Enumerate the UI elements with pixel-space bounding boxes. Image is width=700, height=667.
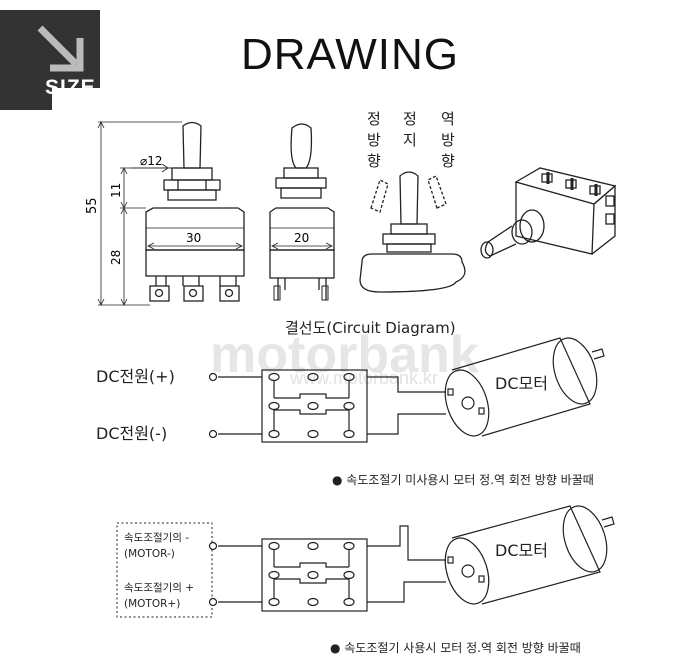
dimension-55: 55 <box>85 197 100 214</box>
dimension-30: 30 <box>186 231 201 245</box>
circuit-bottom <box>218 505 615 612</box>
position-labels: 정 방 향 정 지 역 방 향 <box>367 110 455 170</box>
switch-front-view <box>97 121 245 306</box>
label-dc-plus: DC전원(+) <box>96 367 175 386</box>
label-reverse-3: 향 <box>441 152 455 170</box>
dimension-11: 11 <box>109 183 123 198</box>
dc-motor-top <box>444 337 605 437</box>
motor-label-top: DC모터 <box>495 374 548 393</box>
circuit-top <box>218 337 605 443</box>
label-ctrl-minus-2: (MOTOR-) <box>124 548 175 560</box>
label-stop-1: 정 <box>403 110 417 128</box>
dimension-diameter: ⌀12 <box>140 154 163 168</box>
badge-label: SIZE <box>45 76 96 99</box>
motor-label-bottom: DC모터 <box>495 541 548 560</box>
dc-motor-bottom <box>444 505 615 605</box>
dimension-20: 20 <box>294 231 309 245</box>
watermark-url: www.motorbank.kr <box>289 368 438 388</box>
label-stop-2: 지 <box>403 131 417 149</box>
switch-side-view <box>269 123 335 301</box>
caption-bottom: ● 속도조절기 사용시 모터 정.역 회전 방향 바꿀때 <box>330 641 581 655</box>
caption-top: ● 속도조절기 미사용시 모터 정.역 회전 방향 바꿀때 <box>332 473 594 487</box>
label-ctrl-minus-1: 속도조절기의 - <box>124 531 189 544</box>
switch-position-view <box>359 171 466 293</box>
page-title: DRAWING <box>240 30 460 79</box>
label-ctrl-plus-2: (MOTOR+) <box>124 598 180 610</box>
terminals-bottom <box>268 541 355 607</box>
label-forward-3: 향 <box>367 152 381 170</box>
watermark: motorbank <box>210 326 479 384</box>
label-forward-2: 방 <box>367 131 381 149</box>
dimension-28: 28 <box>109 250 123 265</box>
label-reverse-2: 방 <box>441 131 455 149</box>
label-dc-minus: DC전원(-) <box>96 424 167 443</box>
switch-3d-view <box>480 167 617 259</box>
label-ctrl-plus-1: 속도조절기의 + <box>124 581 194 594</box>
label-forward-1: 정 <box>367 110 381 128</box>
circuit-title: 결선도(Circuit Diagram) <box>285 319 456 337</box>
label-reverse-1: 역 <box>441 110 455 128</box>
size-badge: SIZE <box>0 10 100 110</box>
arrow-down-right-icon <box>37 25 84 72</box>
